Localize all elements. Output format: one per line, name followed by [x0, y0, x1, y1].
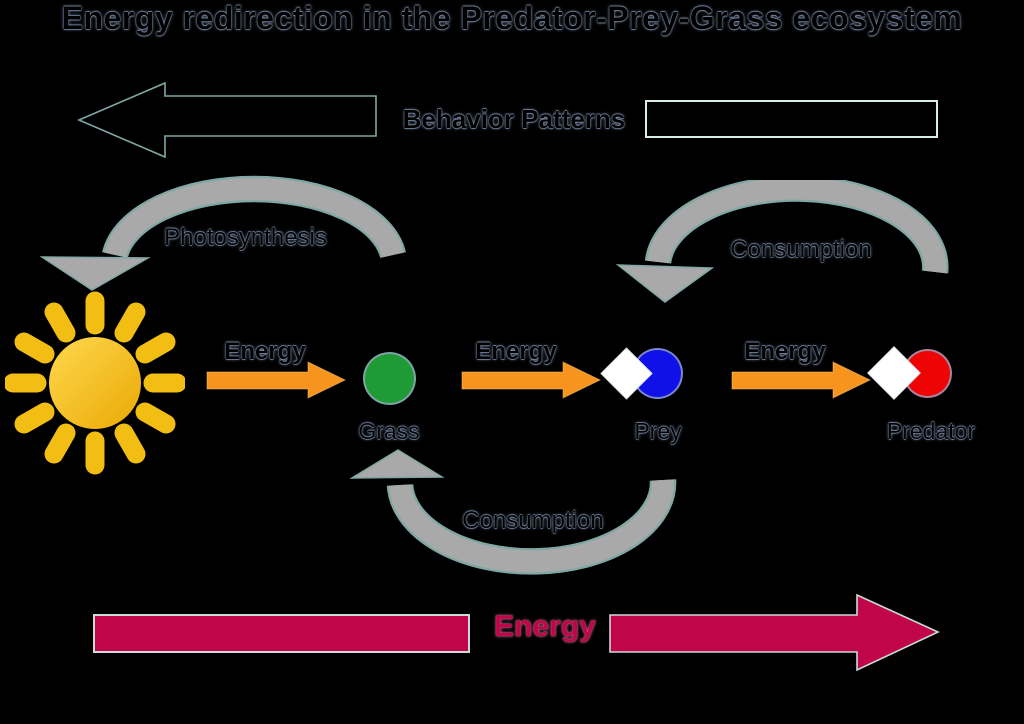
energy-flow-right-arrow-icon [609, 593, 940, 672]
sun-icon [5, 291, 185, 475]
consumption-arrow-prey-grass-icon [349, 449, 677, 575]
energy-flow-bar [93, 614, 470, 653]
predator-label: Predator [886, 418, 976, 444]
energy-label-2: Energy [475, 338, 557, 365]
energy-flow-label: Energy [494, 610, 596, 643]
prey-label: Prey [634, 418, 682, 444]
behavior-patterns-left-arrow-icon [76, 81, 377, 159]
predator-dot-icon [903, 349, 952, 398]
consumption-prey-grass-label: Consumption [462, 507, 604, 534]
grass-dot-icon [363, 352, 416, 405]
photosynthesis-arrow-icon [39, 175, 406, 291]
page-title: Energy redirection in the Predator-Prey-… [61, 0, 963, 36]
energy-arrow-grass-to-prey-icon [461, 361, 602, 399]
energy-label-3: Energy [744, 338, 826, 365]
energy-arrow-sun-to-grass-icon [206, 361, 347, 399]
behavior-patterns-label: Behavior Patterns [402, 104, 626, 134]
energy-arrow-prey-to-predator-icon [731, 361, 872, 399]
energy-label-1: Energy [224, 338, 306, 365]
photosynthesis-label: Photosynthesis [164, 224, 327, 251]
grass-label: Grass [358, 418, 420, 444]
consumption-predator-prey-label: Consumption [730, 236, 872, 263]
behavior-patterns-box [645, 100, 938, 138]
consumption-arrow-predator-prey-icon [615, 180, 949, 303]
